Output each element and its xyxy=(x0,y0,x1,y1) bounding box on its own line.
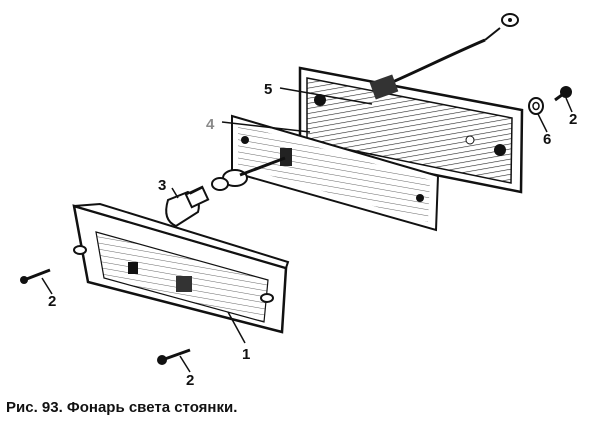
callout-lens: 1 xyxy=(242,346,250,363)
wire-harness xyxy=(369,13,519,100)
screw-bottom xyxy=(157,348,191,365)
bulb-part xyxy=(165,185,210,228)
housing-part xyxy=(298,66,524,194)
callout-washer: 6 xyxy=(543,131,551,148)
screw-right xyxy=(554,86,572,102)
figure-caption: Рис. 93. Фонарь света стоянки. xyxy=(6,399,238,416)
callout-bulb: 3 xyxy=(158,177,166,194)
callout-housing: 5 xyxy=(264,81,272,98)
leader-lines xyxy=(41,87,573,373)
gasket-part xyxy=(231,114,440,232)
washer-part xyxy=(528,97,544,115)
callout-screw-left: 2 xyxy=(48,293,56,310)
callout-screw-right: 2 xyxy=(569,111,577,128)
callout-gasket: 4 xyxy=(206,116,215,133)
lens-part xyxy=(72,202,290,334)
screw-left xyxy=(20,268,51,284)
callout-screw-bottom: 2 xyxy=(186,372,194,389)
bulb-socket xyxy=(211,156,286,191)
